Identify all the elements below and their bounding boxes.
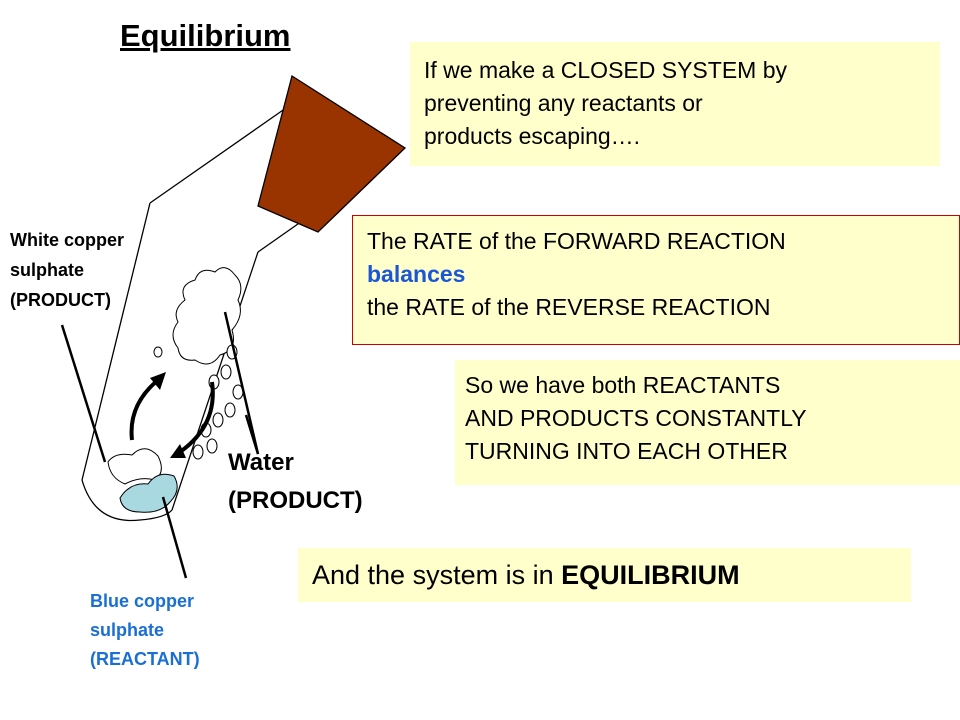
closed-system-line-1: If we make a CLOSED SYSTEM by: [424, 57, 788, 83]
constant-line-1: So we have both REACTANTS: [465, 372, 781, 398]
water-vapour-cloud: [172, 267, 242, 365]
rate-highlight: balances: [367, 261, 466, 287]
constant-turnover-note: So we have both REACTANTS AND PRODUCTS C…: [455, 360, 960, 485]
equilibrium-conclusion: And the system is in EQUILIBRIUM: [298, 548, 911, 602]
constant-line-3: TURNING INTO EACH OTHER: [465, 438, 788, 464]
white-copper-sulphate: [107, 448, 162, 485]
closed-system-line-3: products escaping….: [424, 123, 641, 149]
label-pointers: [60, 311, 260, 579]
white-copper-label-line-3: (PRODUCT): [10, 290, 111, 310]
equilibrium-prefix: And the system is in: [312, 560, 554, 590]
blue-copper-label-line-1: Blue copper: [90, 591, 195, 611]
blue-copper-label-line-2: sulphate: [90, 620, 165, 640]
white-copper-label-line-1: White copper: [10, 230, 125, 250]
water-droplets: [153, 344, 244, 460]
blue-copper-label: Blue copper sulphate (REACTANT): [90, 587, 200, 674]
rate-line-1: The RATE of the FORWARD REACTION: [367, 228, 786, 254]
closed-system-note: If we make a CLOSED SYSTEM by preventing…: [410, 42, 940, 166]
closed-system-line-2: preventing any reactants or: [424, 90, 703, 116]
reaction-arrows: [129, 372, 215, 458]
constant-line-2: AND PRODUCTS CONSTANTLY: [465, 405, 807, 431]
blue-copper-label-line-3: (REACTANT): [90, 649, 200, 669]
water-label: Water (PRODUCT): [228, 444, 363, 520]
blue-copper-sulphate: [119, 473, 178, 513]
stopper: [257, 74, 407, 233]
white-copper-label: White copper sulphate (PRODUCT): [10, 225, 124, 315]
rate-balance-note: The RATE of the FORWARD REACTION balance…: [352, 215, 960, 345]
water-label-line-1: Water: [228, 449, 294, 476]
water-label-line-2: (PRODUCT): [228, 487, 363, 514]
white-copper-label-line-2: sulphate: [10, 260, 85, 280]
page-title: Equilibrium: [120, 18, 291, 53]
rate-line-3: the RATE of the REVERSE REACTION: [367, 294, 771, 320]
equilibrium-emphasis: EQUILIBRIUM: [561, 560, 740, 590]
